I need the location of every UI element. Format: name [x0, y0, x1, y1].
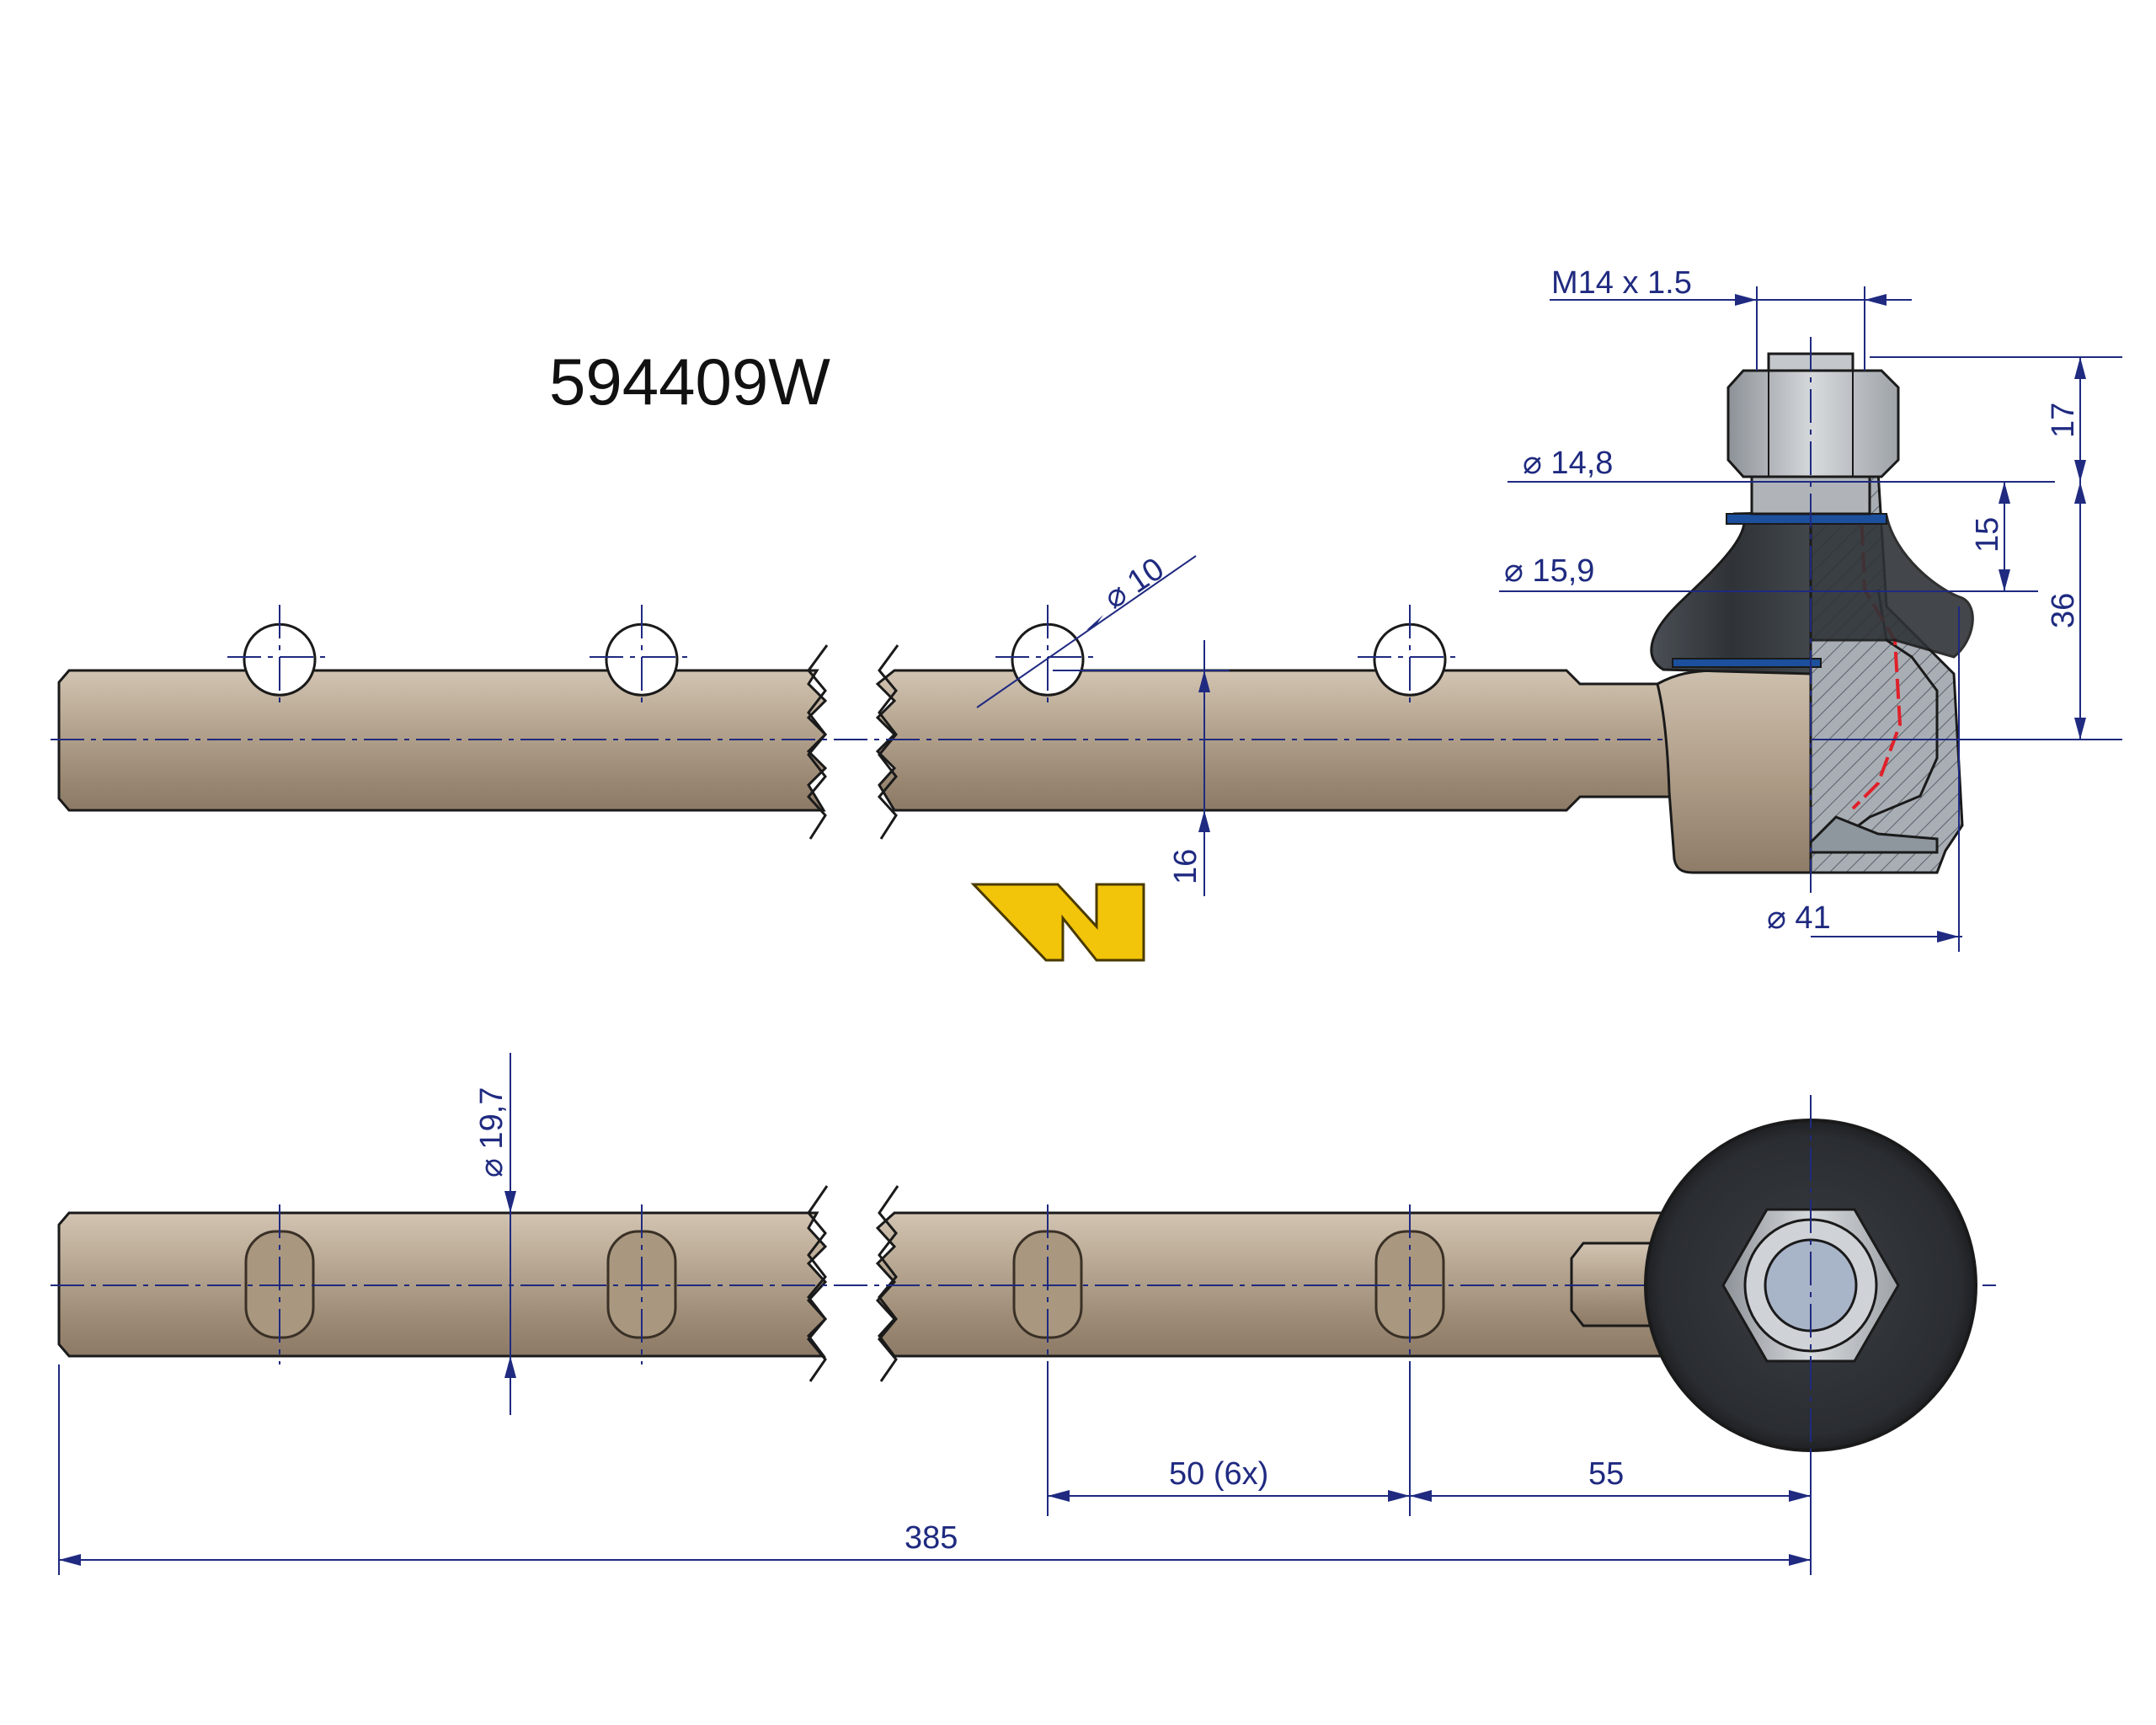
dim-height-16: 16 [1168, 849, 1203, 884]
bottom-view [51, 1095, 1996, 1482]
hole-1 [227, 605, 332, 708]
dim-diameter-41: ⌀ 41 [1767, 900, 1831, 936]
boot-clamp-bottom [1672, 658, 1822, 668]
break-mark-right-bottom [878, 1185, 899, 1382]
ball-seat [1835, 589, 1939, 844]
dim-diameter-15-9: ⌀ 15,9 [1504, 553, 1594, 589]
rubber-boot [1650, 510, 1812, 676]
break-mark-left-bottom [807, 1185, 829, 1382]
hole-3 [995, 605, 1100, 708]
hex-nut [1726, 369, 1900, 478]
dim-end-offset: 55 [1588, 1456, 1624, 1492]
bottom-plate [1809, 815, 1939, 854]
dimension-lines [58, 286, 2122, 1575]
break-mark-left [807, 644, 829, 840]
dim-height-36: 36 [2046, 593, 2081, 628]
dim-spacing: 50 (6x) [1169, 1456, 1268, 1492]
dim-height-17: 17 [2046, 403, 2081, 438]
hole-4 [1358, 605, 1462, 708]
dim-diameter-10: ⌀ 10 [1098, 551, 1171, 616]
dim-total-length: 385 [905, 1520, 958, 1556]
break-mark-right [878, 644, 899, 840]
dim-height-15: 15 [1970, 517, 2005, 553]
dim-diameter-14-8: ⌀ 14,8 [1523, 446, 1613, 481]
dim-thread: M14 x 1.5 [1551, 265, 1692, 301]
logo-w-icon [970, 883, 1145, 962]
boot-clamp-top [1726, 513, 1887, 525]
part-number: 594409W [549, 344, 830, 419]
joint-housing [1656, 669, 1812, 874]
rubber-boot-right [1809, 510, 1974, 659]
top-view [51, 337, 1974, 893]
dim-diameter-19-7: ⌀ 19,7 [474, 1087, 510, 1178]
hole-2 [590, 605, 694, 708]
